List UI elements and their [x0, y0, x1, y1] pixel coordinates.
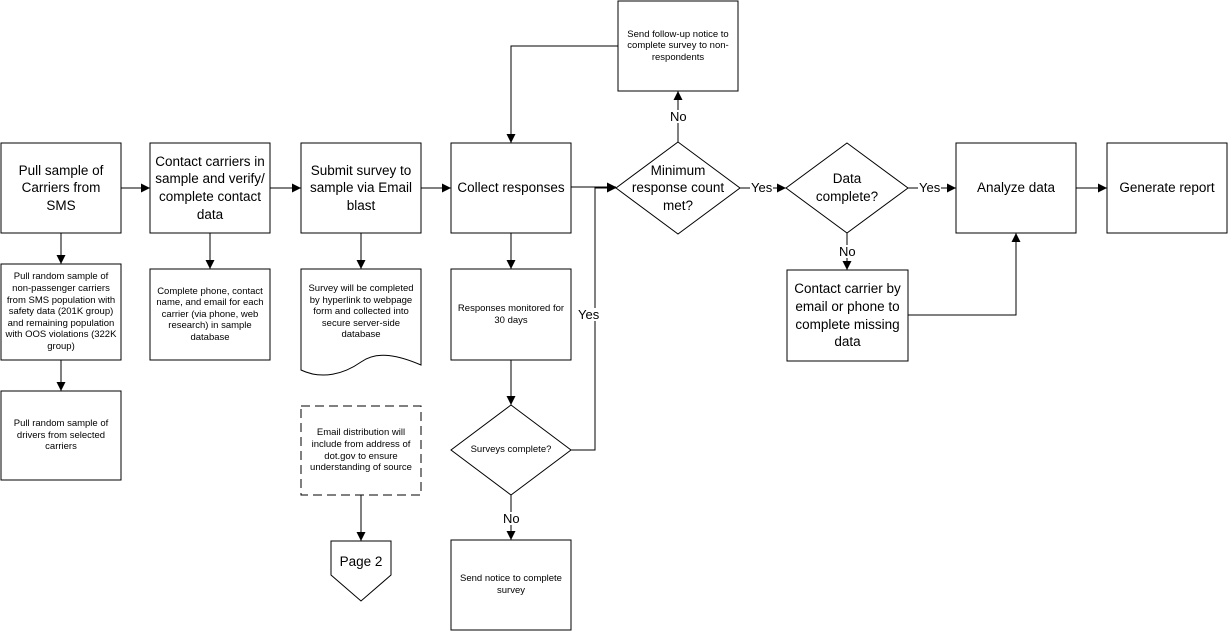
min-response-diamond — [615, 141, 741, 235]
complete-phone-box — [149, 268, 271, 361]
contact-missing-box — [786, 269, 909, 362]
pull-sample-text: Pull sample of Carriers from SMS — [18, 162, 104, 213]
random-carriers-box — [0, 263, 122, 361]
label-no-followup: No — [669, 109, 688, 124]
submit-survey-box — [300, 142, 422, 234]
send-notice-text: Send notice to complete survey — [460, 573, 562, 596]
send-notice-box — [450, 539, 572, 631]
survey-document-shape — [300, 268, 422, 376]
survey-doc-text: Survey will be completed by hyperlink to… — [308, 283, 414, 341]
follow-up-box — [617, 0, 739, 92]
page2-connector — [330, 540, 392, 602]
label-yes-data: Yes — [918, 180, 942, 195]
responses-monitored-box — [450, 268, 572, 361]
label-yes-surveys: Yes — [577, 307, 601, 322]
surveys-complete-text: Surveys complete? — [470, 444, 552, 456]
label-yes-min: Yes — [750, 180, 774, 195]
analyze-box — [955, 142, 1077, 234]
random-drivers-text: Pull random sample of drivers from selec… — [13, 418, 109, 453]
generate-report-box — [1106, 142, 1228, 234]
email-note-box — [300, 405, 422, 496]
submit-survey-text: Submit survey to sample via Email blast — [309, 162, 413, 213]
collect-responses-text: Collect responses — [457, 180, 565, 196]
pull-sample-box — [0, 142, 122, 234]
collect-responses-box — [450, 142, 572, 234]
follow-up-text: Send follow-up notice to complete survey… — [627, 28, 729, 63]
random-carriers-text: Pull random sample of non-passenger carr… — [5, 271, 117, 352]
data-complete-text: Data complete? — [815, 171, 879, 204]
label-no-surveys: No — [502, 511, 521, 526]
label-no-data: No — [838, 244, 857, 259]
generate-report-text: Generate report — [1119, 180, 1215, 196]
email-note-text: Email distribution will include from add… — [310, 427, 412, 474]
responses-monitored-text: Responses monitored for 30 days — [457, 302, 565, 326]
page2-text[interactable]: Page 2 — [339, 554, 383, 570]
min-response-text: Minimum response count met? — [631, 162, 725, 213]
contact-missing-text: Contact carrier by email or phone to com… — [794, 281, 901, 350]
contact-carriers-box — [149, 142, 271, 234]
arrow-missing-to-analyze — [908, 233, 1021, 316]
arrow-followup-to-collect — [506, 45, 618, 143]
random-drivers-box — [0, 390, 122, 481]
contact-carriers-text: Contact carriers in sample and verify/ c… — [155, 153, 265, 222]
complete-phone-text: Complete phone, contact name, and email … — [156, 285, 264, 343]
analyze-text: Analyze data — [976, 180, 1056, 196]
